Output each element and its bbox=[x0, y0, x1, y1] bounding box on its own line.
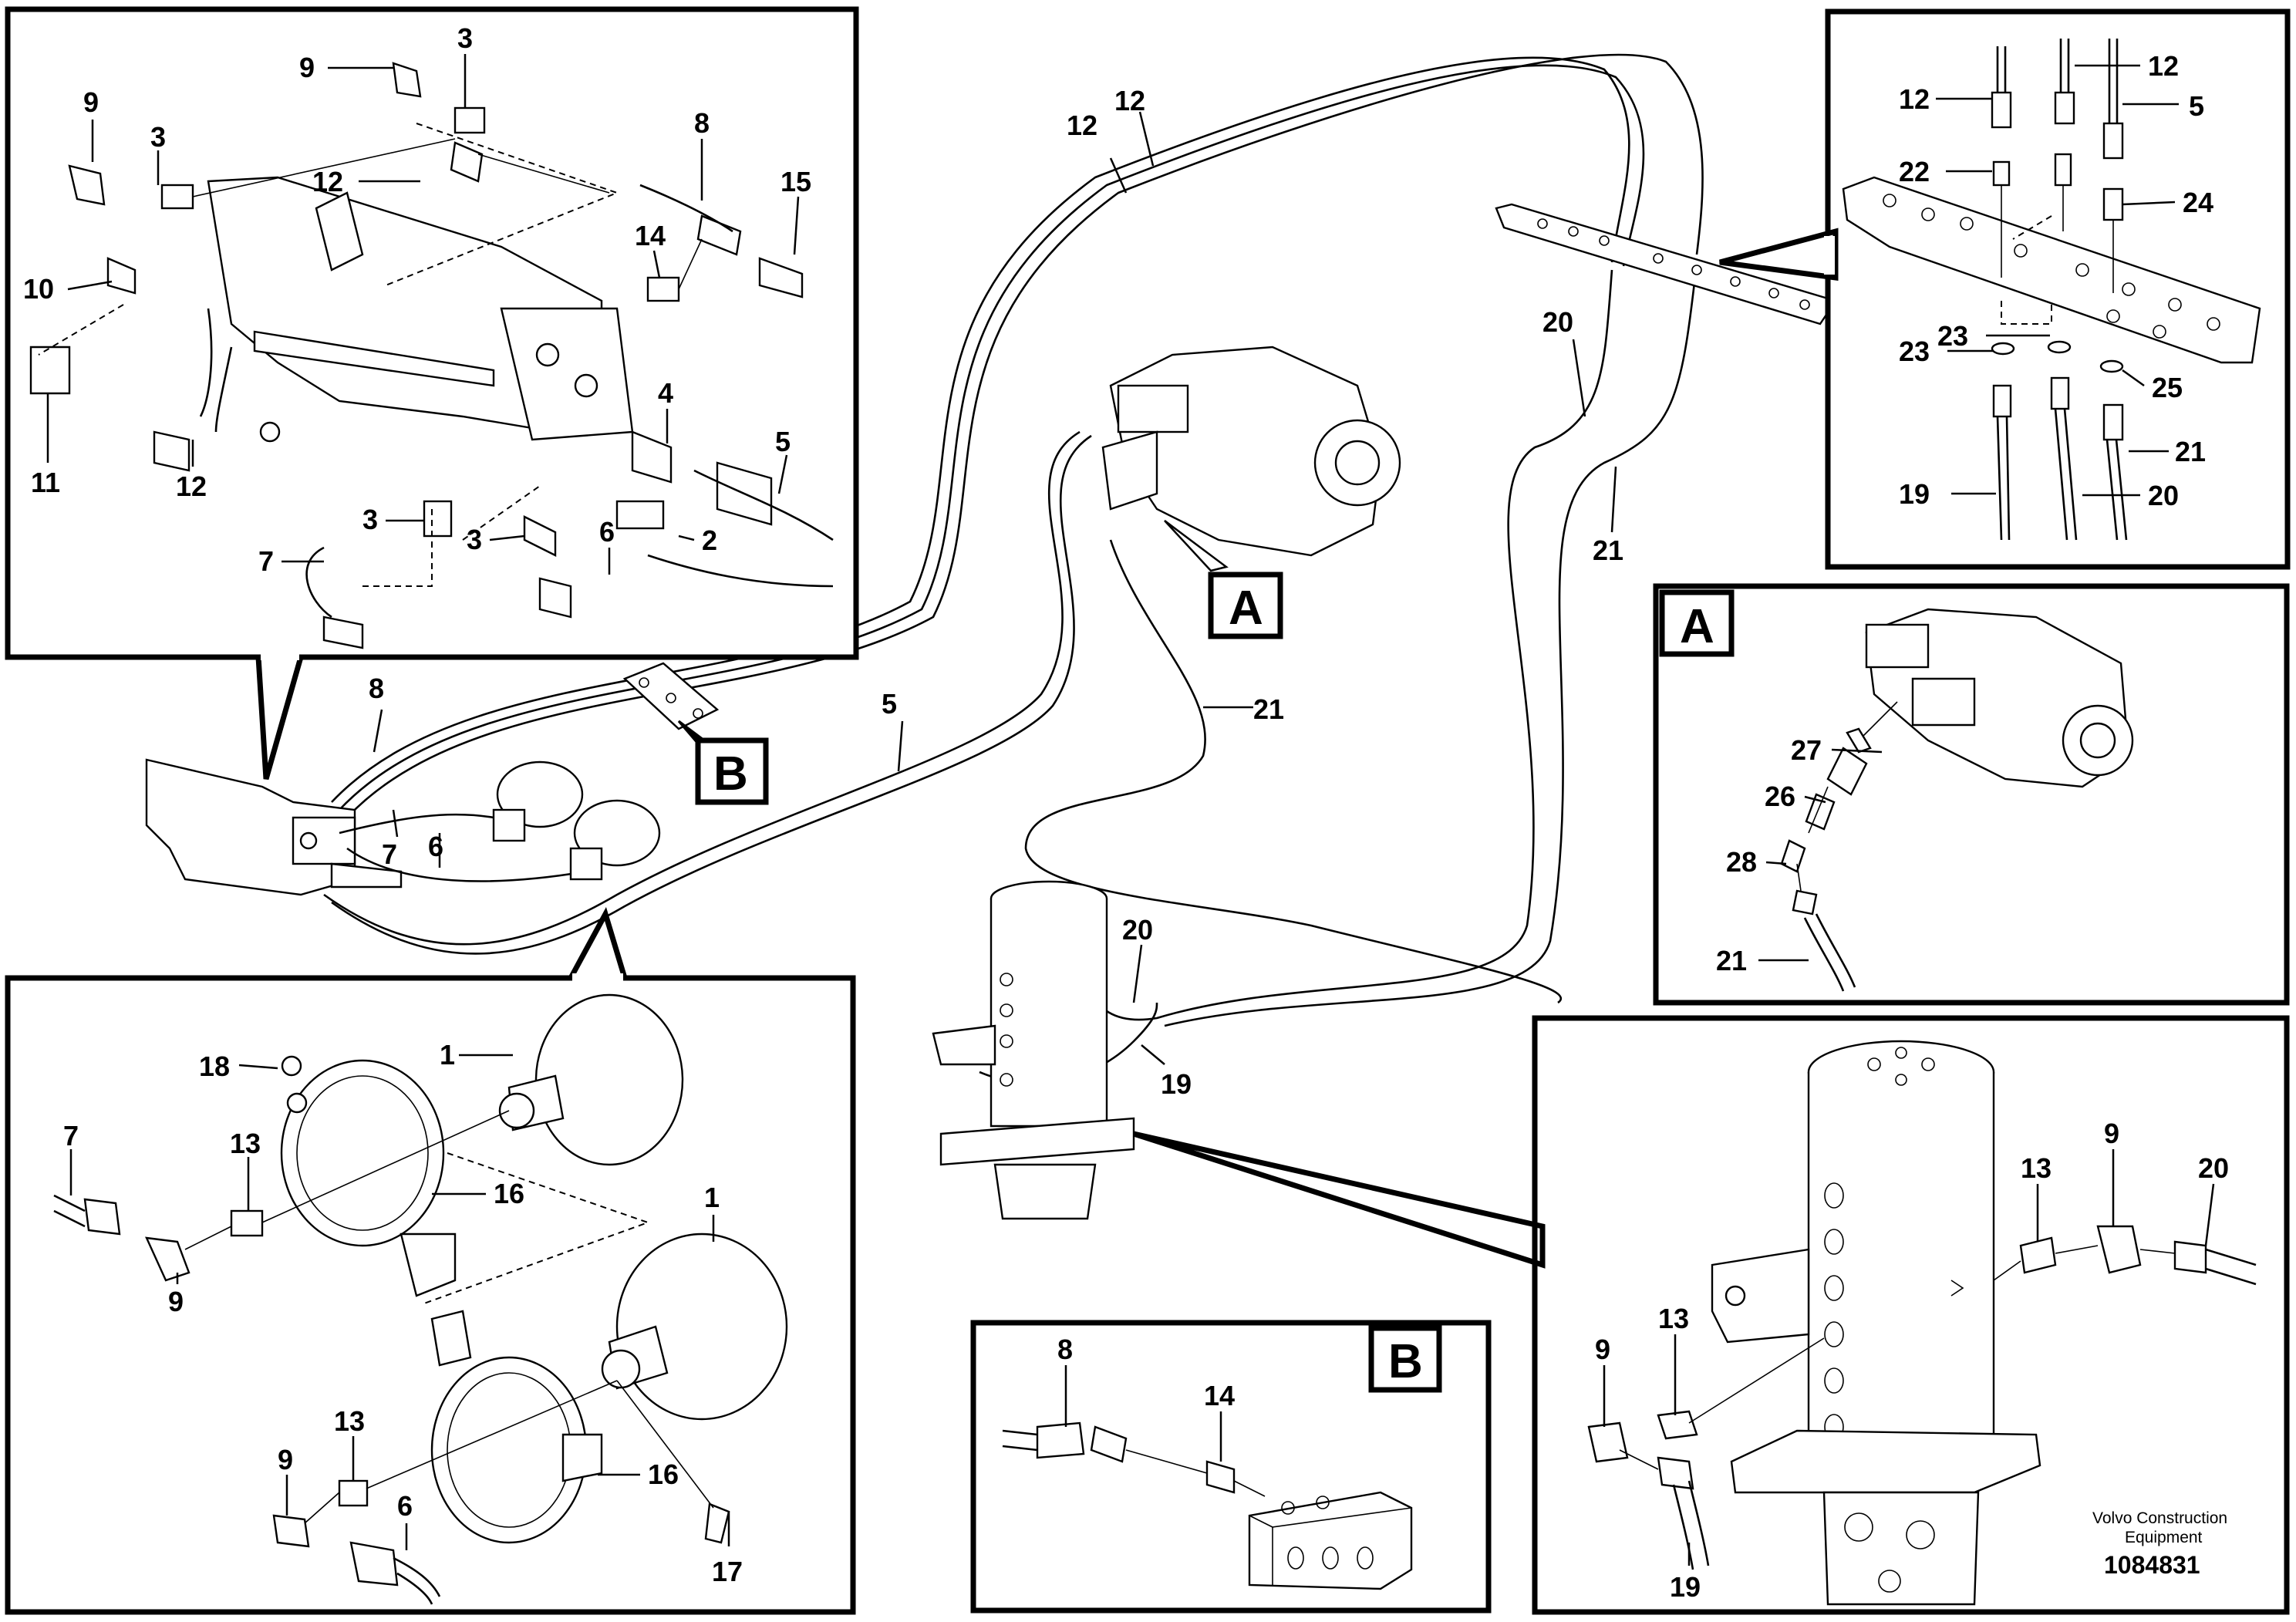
label-main-21a: 21 bbox=[1253, 693, 1284, 725]
callout-a-main-label: A bbox=[1229, 582, 1263, 635]
label-br-13a: 13 bbox=[2021, 1152, 2052, 1184]
label-bl-13b: 13 bbox=[334, 1405, 365, 1437]
label-br-20: 20 bbox=[2198, 1152, 2229, 1184]
label-bl-1b: 1 bbox=[704, 1182, 720, 1213]
label-main-7: 7 bbox=[382, 838, 397, 870]
label-bl-1a: 1 bbox=[440, 1039, 455, 1071]
detail-bottom-left: 18 1 7 13 16 9 1 13 9 16 6 17 bbox=[5, 906, 856, 1615]
brand-line-1: Volvo Construction bbox=[2092, 1509, 2227, 1527]
main-assembly: 12 12 5 8 7 6 21 20 21 20 19 A B bbox=[145, 53, 1837, 1220]
label-tl-14: 14 bbox=[635, 220, 666, 251]
label-tl-4: 4 bbox=[658, 377, 673, 409]
label-tl-7: 7 bbox=[258, 545, 274, 577]
callout-b-main-label: B bbox=[713, 747, 748, 801]
label-tl-10: 10 bbox=[23, 273, 54, 305]
label-a-21: 21 bbox=[1716, 945, 1747, 976]
bracket-b-small bbox=[622, 662, 720, 730]
label-a-26: 26 bbox=[1765, 781, 1795, 812]
label-tl-3a: 3 bbox=[457, 22, 473, 54]
label-tl-8: 8 bbox=[694, 107, 710, 139]
detail-bottom-right: 13 9 20 9 13 19 Volvo Construction Equip… bbox=[1132, 1015, 2290, 1615]
label-main-6: 6 bbox=[428, 831, 443, 862]
callout-b-main bbox=[695, 737, 769, 805]
label-br-9a: 9 bbox=[2104, 1118, 2119, 1149]
hose-21 bbox=[1164, 261, 1698, 1027]
label-main-20b: 20 bbox=[1122, 914, 1153, 946]
label-tr-24: 24 bbox=[2183, 187, 2213, 218]
detail-top-right: 12 12 5 22 24 23 23 25 21 19 20 bbox=[1719, 8, 2291, 570]
label-tr-21: 21 bbox=[2175, 436, 2206, 467]
label-main-8: 8 bbox=[369, 673, 384, 704]
label-tr-23b: 23 bbox=[1899, 336, 1930, 367]
label-br-9b: 9 bbox=[1595, 1334, 1610, 1365]
label-tr-20: 20 bbox=[2148, 480, 2179, 511]
hose-5 bbox=[323, 430, 1081, 946]
label-br-13b: 13 bbox=[1658, 1303, 1689, 1334]
label-tr-22: 22 bbox=[1899, 156, 1930, 187]
fittings-top-left bbox=[29, 62, 804, 649]
label-tr-12b: 12 bbox=[2148, 50, 2179, 82]
label-tl-11: 11 bbox=[31, 467, 60, 498]
label-tl-12b: 12 bbox=[176, 470, 207, 502]
label-tl-12a: 12 bbox=[312, 166, 343, 197]
label-br-19: 19 bbox=[1670, 1571, 1701, 1603]
label-bl-16a: 16 bbox=[494, 1178, 524, 1209]
hose-5-b bbox=[331, 434, 1092, 955]
label-bl-9a: 9 bbox=[168, 1286, 184, 1317]
label-main-12a: 12 bbox=[1067, 110, 1097, 141]
brand-line-2: Equipment bbox=[2125, 1529, 2203, 1546]
label-bl-7: 7 bbox=[63, 1120, 79, 1152]
detail-a: A 27 26 28 21 bbox=[1653, 583, 2290, 1006]
label-tl-2: 2 bbox=[702, 524, 717, 556]
hose-20 bbox=[1094, 269, 1613, 1021]
label-tl-5: 5 bbox=[775, 426, 791, 457]
document-number: 1084831 bbox=[2104, 1551, 2200, 1579]
label-a-27: 27 bbox=[1791, 734, 1822, 766]
label-bl-16b: 16 bbox=[648, 1458, 679, 1490]
label-b-14: 14 bbox=[1204, 1380, 1235, 1411]
label-tl-9b: 9 bbox=[83, 86, 99, 118]
detail-a-label: A bbox=[1680, 600, 1714, 653]
label-tr-23a: 23 bbox=[1937, 320, 1968, 352]
label-main-12b: 12 bbox=[1114, 85, 1145, 116]
label-bl-9b: 9 bbox=[278, 1444, 293, 1475]
accumulator-pair bbox=[492, 760, 661, 881]
label-main-5: 5 bbox=[882, 688, 897, 720]
label-bl-17: 17 bbox=[712, 1556, 743, 1587]
label-main-20: 20 bbox=[1542, 306, 1573, 338]
pump-main bbox=[1101, 346, 1401, 557]
swivel-joint-main bbox=[932, 880, 1135, 1220]
label-b-8: 8 bbox=[1057, 1334, 1073, 1365]
label-bl-18: 18 bbox=[199, 1050, 230, 1082]
label-tr-5: 5 bbox=[2189, 90, 2204, 122]
label-bl-6: 6 bbox=[397, 1490, 413, 1522]
label-main-21b: 21 bbox=[1593, 534, 1623, 566]
label-tl-3d: 3 bbox=[467, 524, 482, 555]
label-tl-15: 15 bbox=[781, 166, 811, 197]
label-tl-6: 6 bbox=[599, 516, 615, 548]
detail-b: B 8 14 bbox=[970, 1320, 1492, 1614]
label-tl-9a: 9 bbox=[299, 52, 315, 83]
detail-top-left: 9 3 9 3 12 8 15 14 10 11 12 4 5 3 3 2 6 … bbox=[5, 6, 859, 780]
callout-a-main bbox=[1208, 572, 1283, 639]
label-main-19: 19 bbox=[1161, 1068, 1192, 1100]
valve-block-main bbox=[145, 758, 587, 896]
label-bl-13a: 13 bbox=[230, 1128, 261, 1159]
label-tl-3b: 3 bbox=[150, 121, 166, 153]
label-a-28: 28 bbox=[1726, 846, 1757, 878]
detail-b-label: B bbox=[1388, 1335, 1423, 1388]
hose-21-pump bbox=[1024, 539, 1563, 1004]
label-tr-25: 25 bbox=[2152, 372, 2183, 403]
label-tl-3c: 3 bbox=[362, 504, 378, 535]
label-tr-19: 19 bbox=[1899, 478, 1930, 510]
label-tr-12a: 12 bbox=[1899, 83, 1930, 115]
